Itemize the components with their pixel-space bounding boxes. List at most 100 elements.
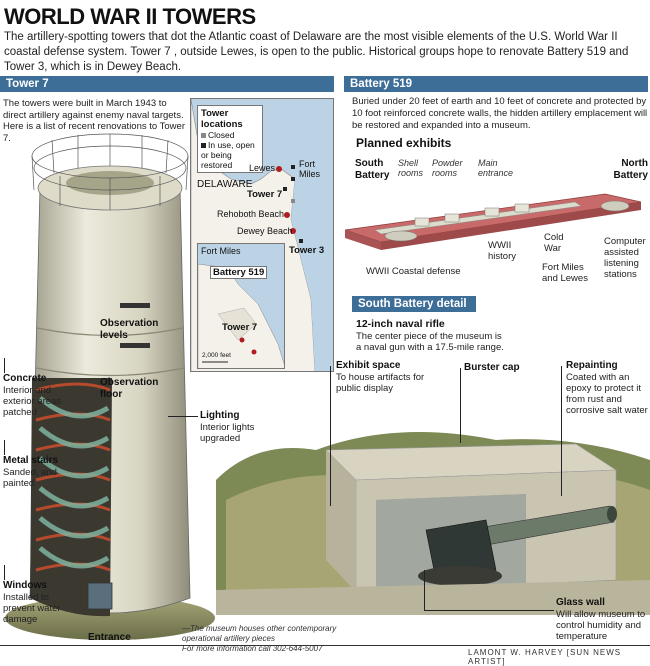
- observation-slit: [120, 303, 150, 308]
- legend-closed-swatch: [201, 133, 206, 138]
- inset-fort-miles-label: Fort Miles: [201, 246, 241, 256]
- glass-leader-v: [424, 570, 425, 610]
- page-title: WORLD WAR II TOWERS: [4, 4, 256, 29]
- observation-floor-label: Observation floor: [100, 377, 159, 400]
- shell-rooms-label: Shell rooms: [398, 158, 424, 178]
- burster-leader: [460, 368, 461, 443]
- intro-text: The artillery-spotting towers that dot t…: [4, 31, 629, 73]
- wwii-history-label: WWII history: [488, 240, 516, 262]
- inset-tower7-label: Tower 7: [222, 322, 258, 333]
- glass-wall-desc: Will allow museum to control humidity an…: [556, 609, 646, 642]
- cold-war-label: Cold War: [544, 232, 564, 254]
- windows-label: Windows: [3, 580, 47, 591]
- south-gun-well: [384, 230, 418, 242]
- delaware-label: DELAWARE: [197, 179, 253, 190]
- fort-miles-lewes-label: Fort Miles and Lewes: [542, 262, 588, 284]
- repainting-desc: Coated with an epoxy to protect it from …: [566, 372, 648, 416]
- coastal-defense-label: WWII Coastal defense: [366, 266, 461, 277]
- inset-battery-dot: [251, 349, 257, 355]
- inset-shapes: [198, 263, 284, 368]
- rehoboth-label: Rehoboth Beach: [217, 209, 285, 219]
- stairs-leader: [4, 440, 5, 455]
- map-legend: Tower locations Closed In use, open or b…: [197, 105, 263, 173]
- casemate-side: [326, 450, 356, 592]
- exhibit-space-desc: To house artifacts for public display: [336, 372, 425, 394]
- rehoboth-dot: [284, 212, 290, 218]
- lewes-label: Lewes: [249, 163, 276, 173]
- stairs-desc: Sanded, and painted: [3, 467, 57, 489]
- footnote: —The museum houses other contemporary op…: [182, 624, 352, 654]
- concrete-label: Concrete: [3, 373, 47, 384]
- metal-stairs: [35, 382, 111, 572]
- battery-base-side: [381, 202, 641, 250]
- entrance-label: Entrance: [88, 632, 131, 643]
- location-map: Tower locations Closed In use, open or b…: [190, 98, 334, 372]
- legend-open: In use, open or being restored: [201, 140, 259, 170]
- tower3-marker: [299, 239, 303, 243]
- observation-slit: [120, 343, 150, 348]
- glass-leader-h: [424, 610, 554, 611]
- legend-title: Tower locations: [201, 108, 243, 130]
- tower-marker: [291, 177, 295, 181]
- glass-wall-label: Glass wall: [556, 597, 605, 608]
- battery-plan-illustration: [345, 193, 642, 250]
- powder-room: [514, 203, 530, 213]
- map-inset: Fort Miles Battery 519 Tower 7 2,000 fee…: [197, 243, 285, 369]
- exhibit-space-label: Exhibit space: [336, 360, 401, 371]
- exhibit-leader: [330, 366, 331, 506]
- battery-base-end: [345, 230, 381, 250]
- lewes-dot: [276, 166, 282, 172]
- north-gun-well: [600, 200, 630, 212]
- rifle-desc: The center piece of the museum is a nava…: [356, 331, 504, 353]
- legend-open-text: In use, open or being restored: [201, 140, 255, 170]
- concrete-desc: Interior and exterior areas patched: [3, 385, 62, 418]
- computer-stations-label: Computer assisted listening stations: [604, 236, 646, 280]
- burster-cap-label: Burster cap: [464, 362, 520, 373]
- powder-room: [484, 207, 500, 217]
- tower7-description: The towers were built in March 1943 to d…: [3, 98, 185, 144]
- tower-marker: [291, 165, 295, 169]
- footnote-line2: For more information call 302-644-5007: [182, 644, 323, 653]
- battery519-header-label: Battery 519: [350, 78, 413, 90]
- legend-closed-text: Closed: [208, 130, 235, 140]
- windows-desc: Installed to prevent water damage: [3, 592, 61, 625]
- windows-leader: [4, 565, 5, 580]
- legend-open-swatch: [201, 143, 206, 148]
- battery519-header: Battery 519: [344, 76, 648, 92]
- footnote-line1: —The museum houses other contemporary op…: [182, 624, 337, 643]
- south-detail-header-label: South Battery detail: [358, 298, 467, 310]
- apron: [216, 580, 650, 615]
- tower-illustration: [5, 133, 215, 640]
- south-battery-scene: [216, 432, 650, 615]
- tower7-marker: [283, 187, 287, 191]
- lighting-leader: [168, 416, 198, 417]
- repainting-leader: [561, 366, 562, 496]
- battery519-description: Buried under 20 feet of earth and 10 fee…: [352, 96, 648, 131]
- north-battery-label: North Battery: [613, 158, 648, 181]
- planned-exhibits-title: Planned exhibits: [356, 136, 452, 150]
- footer-rule: [0, 645, 650, 646]
- map-tower7-label: Tower 7: [247, 189, 283, 200]
- rifle-title: 12-inch naval rifle: [356, 318, 445, 330]
- stairs-label: Metal stairs: [3, 455, 59, 466]
- map-tower3-label: Tower 3: [289, 245, 325, 256]
- concrete-leader: [4, 358, 5, 373]
- legend-closed: Closed: [201, 130, 259, 140]
- shell-room: [444, 213, 460, 223]
- dewey-label: Dewey Beach: [237, 226, 293, 236]
- inset-battery-label: Battery 519: [210, 266, 268, 279]
- inset-fort: [217, 307, 257, 341]
- tower-marker-closed: [291, 199, 295, 203]
- observation-levels-label: Observation levels: [100, 318, 159, 341]
- naval-rifle: [418, 505, 617, 586]
- shell-room: [414, 217, 430, 227]
- inset-scale-label: 2,000 feet: [202, 352, 231, 359]
- tower7-header-label: Tower 7: [6, 78, 49, 90]
- main-entrance-label: Main entrance: [478, 158, 514, 178]
- lighting-desc: Interior lights upgraded: [200, 422, 255, 444]
- tower7-header: Tower 7: [0, 76, 334, 92]
- tower-railing: [31, 133, 189, 210]
- repainting-label: Repainting: [566, 360, 618, 371]
- entrance-door: [87, 582, 113, 610]
- south-battery-detail-header: South Battery detail: [352, 296, 476, 312]
